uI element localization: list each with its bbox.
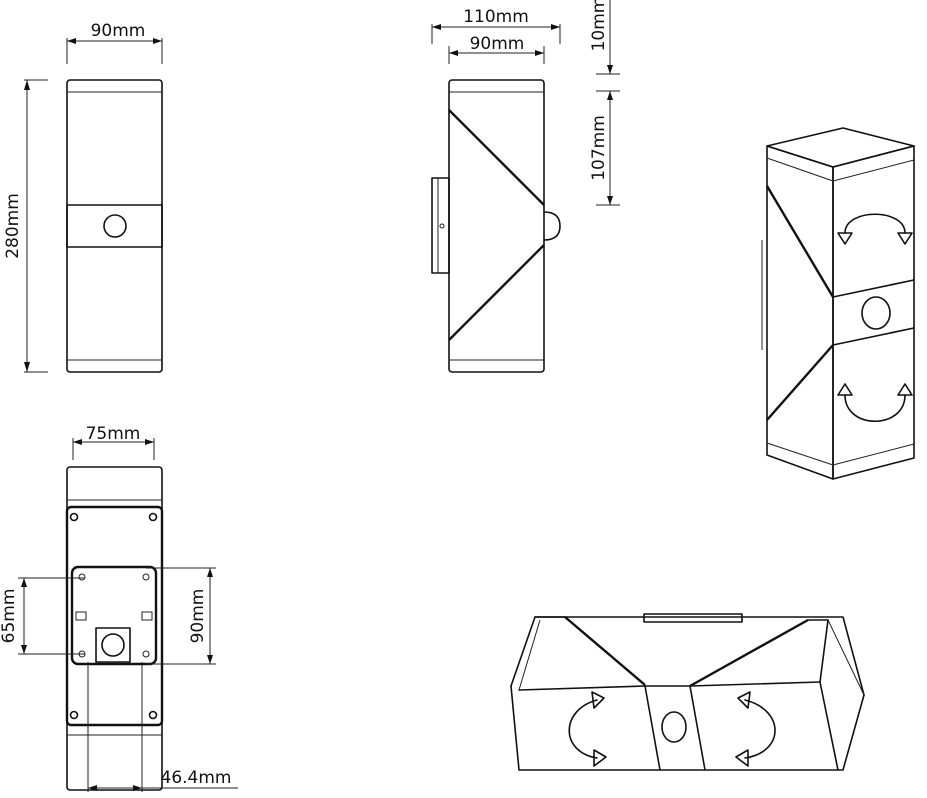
cable-entry — [95, 627, 131, 663]
back-view: 75mm 65mm 90mm 46.4mm — [0, 424, 238, 792]
screw-icon — [69, 710, 79, 720]
side-sensor-height-label: 107mm — [589, 115, 609, 181]
rotate-arrow-icon — [568, 699, 598, 759]
isometric-view-upright — [761, 127, 915, 480]
screw-icon — [142, 573, 150, 581]
back-hole-spacing-dimension: 46.4mm — [87, 662, 238, 792]
side-depth-total-dimension: 110mm — [431, 7, 561, 44]
side-sensor-height-dimension: 107mm — [589, 91, 620, 206]
mounting-plate — [70, 565, 158, 666]
rotate-arrow-icon — [844, 213, 906, 234]
front-view: 90mm 280mm — [3, 21, 163, 373]
front-width-label: 90mm — [91, 21, 146, 41]
back-top-width-dimension: 75mm — [72, 424, 155, 460]
cable-hole-icon — [101, 633, 125, 657]
iso-horizontal-sensor-icon — [661, 711, 687, 743]
back-hole-spacing-label: 46.4mm — [161, 768, 232, 788]
rotate-arrow-icon — [844, 394, 906, 423]
iso-sensor-icon — [861, 296, 891, 330]
sensor-dome-icon — [543, 211, 561, 241]
screw-icon — [69, 512, 79, 522]
screw-icon — [78, 573, 86, 581]
side-depth-body-label: 90mm — [470, 34, 525, 54]
screw-icon — [142, 650, 150, 658]
back-top-width-label: 75mm — [86, 424, 141, 444]
side-top-offset-label: 10mm — [589, 0, 609, 51]
sensor-icon — [103, 214, 127, 238]
front-width-dimension: 90mm — [66, 21, 163, 64]
rotate-arrow-icon — [744, 699, 776, 759]
side-view: 110mm 90mm 10mm 107mm — [431, 0, 620, 373]
back-plate-height-dimension: 90mm — [146, 567, 216, 665]
back-plate-height-label: 90mm — [188, 589, 208, 644]
front-height-dimension: 280mm — [3, 79, 48, 373]
screw-icon — [148, 512, 158, 522]
screw-icon — [148, 710, 158, 720]
back-plate-width-label: 65mm — [0, 589, 19, 644]
back-plate-width-dimension: 65mm — [0, 577, 85, 655]
side-depth-total-label: 110mm — [463, 7, 529, 27]
isometric-view-horizontal — [510, 613, 865, 771]
front-height-label: 280mm — [3, 193, 23, 259]
side-top-offset-dimension: 10mm — [589, 0, 620, 92]
side-depth-body-dimension: 90mm — [448, 34, 545, 64]
